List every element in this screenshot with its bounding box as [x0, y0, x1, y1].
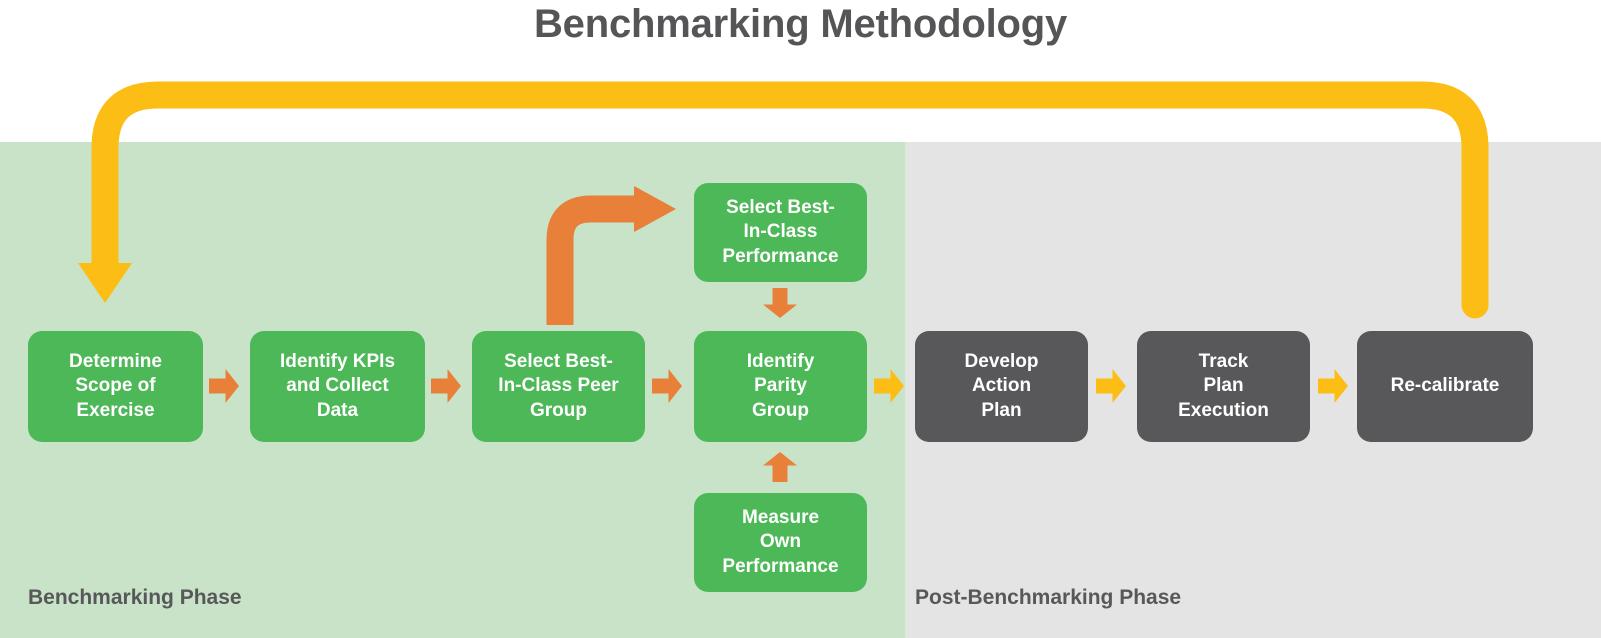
step-box-measure-own-performance[interactable]: Measure Own Performance [694, 493, 867, 592]
step-box-identify-parity-group[interactable]: Identify Parity Group [694, 331, 867, 442]
step-box-re-calibrate[interactable]: Re-calibrate [1357, 331, 1533, 442]
phase-label-post-benchmarking: Post-Benchmarking Phase [915, 586, 1182, 609]
step-box-determine-scope[interactable]: Determine Scope of Exercise [28, 331, 203, 442]
step-box-identify-kpis[interactable]: Identify KPIs and Collect Data [250, 331, 425, 442]
page-title: Benchmarking Methodology [533, 2, 1067, 46]
phase-label-benchmarking: Benchmarking Phase [28, 586, 242, 609]
step-box-develop-action-plan[interactable]: Develop Action Plan [915, 331, 1088, 442]
step-box-select-best-in-class-performance[interactable]: Select Best- In-Class Performance [694, 183, 867, 282]
step-box-track-plan-execution[interactable]: Track Plan Execution [1137, 331, 1310, 442]
step-box-select-best-in-class-peer-group[interactable]: Select Best- In-Class Peer Group [472, 331, 645, 442]
